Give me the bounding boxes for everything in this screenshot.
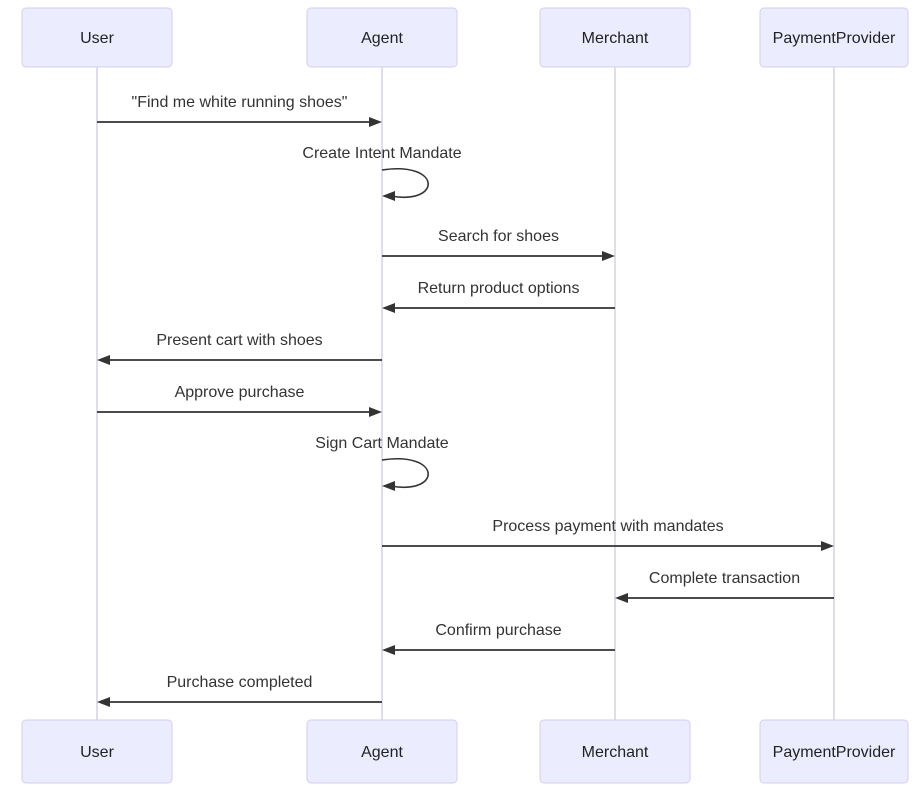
participant-label-user-top: User bbox=[80, 30, 114, 47]
participant-box-user-top bbox=[21, 7, 173, 68]
message-arrowhead bbox=[615, 593, 628, 603]
message-label: Present cart with shoes bbox=[156, 332, 322, 349]
participant-label-agent-top: Agent bbox=[361, 30, 403, 47]
participant-box-user-bottom bbox=[21, 719, 173, 784]
participant-label-agent-bottom: Agent bbox=[361, 744, 403, 761]
participant-label-paymentprovider-top: PaymentProvider bbox=[773, 30, 896, 47]
message-label: Complete transaction bbox=[649, 570, 800, 587]
message-arrowhead bbox=[382, 303, 395, 313]
message-arrowhead bbox=[369, 407, 382, 417]
participant-label-paymentprovider-bottom: PaymentProvider bbox=[773, 744, 896, 761]
self-loop-path bbox=[381, 168, 429, 198]
self-loop-path bbox=[381, 458, 429, 488]
message-label: "Find me white running shoes" bbox=[132, 94, 348, 111]
self-loop-arrowhead bbox=[382, 481, 395, 491]
participant-box-agent-bottom bbox=[306, 719, 458, 784]
message-label: Purchase completed bbox=[167, 674, 313, 691]
message-label: Process payment with mandates bbox=[492, 518, 723, 535]
self-loop-arrowhead bbox=[382, 191, 395, 201]
participant-label-merchant-top: Merchant bbox=[582, 30, 649, 47]
participant-box-agent-top bbox=[306, 7, 458, 68]
message-arrowhead bbox=[97, 697, 110, 707]
message-arrowhead bbox=[97, 355, 110, 365]
message-label: Return product options bbox=[418, 280, 580, 297]
message-arrowhead bbox=[382, 645, 395, 655]
participant-label-merchant-bottom: Merchant bbox=[582, 744, 649, 761]
message-arrowhead bbox=[602, 251, 615, 261]
participant-box-paymentprovider-top bbox=[759, 7, 909, 68]
message-label: Approve purchase bbox=[175, 384, 305, 401]
message-label: Create Intent Mandate bbox=[302, 145, 461, 162]
participant-box-merchant-bottom bbox=[539, 719, 691, 784]
participant-box-paymentprovider-bottom bbox=[759, 719, 909, 784]
participant-label-user-bottom: User bbox=[80, 744, 114, 761]
message-arrowhead bbox=[821, 541, 834, 551]
message-label: Confirm purchase bbox=[435, 622, 561, 639]
participant-box-merchant-top bbox=[539, 7, 691, 68]
message-label: Sign Cart Mandate bbox=[315, 435, 449, 452]
message-label: Search for shoes bbox=[438, 228, 559, 245]
message-arrowhead bbox=[369, 117, 382, 127]
